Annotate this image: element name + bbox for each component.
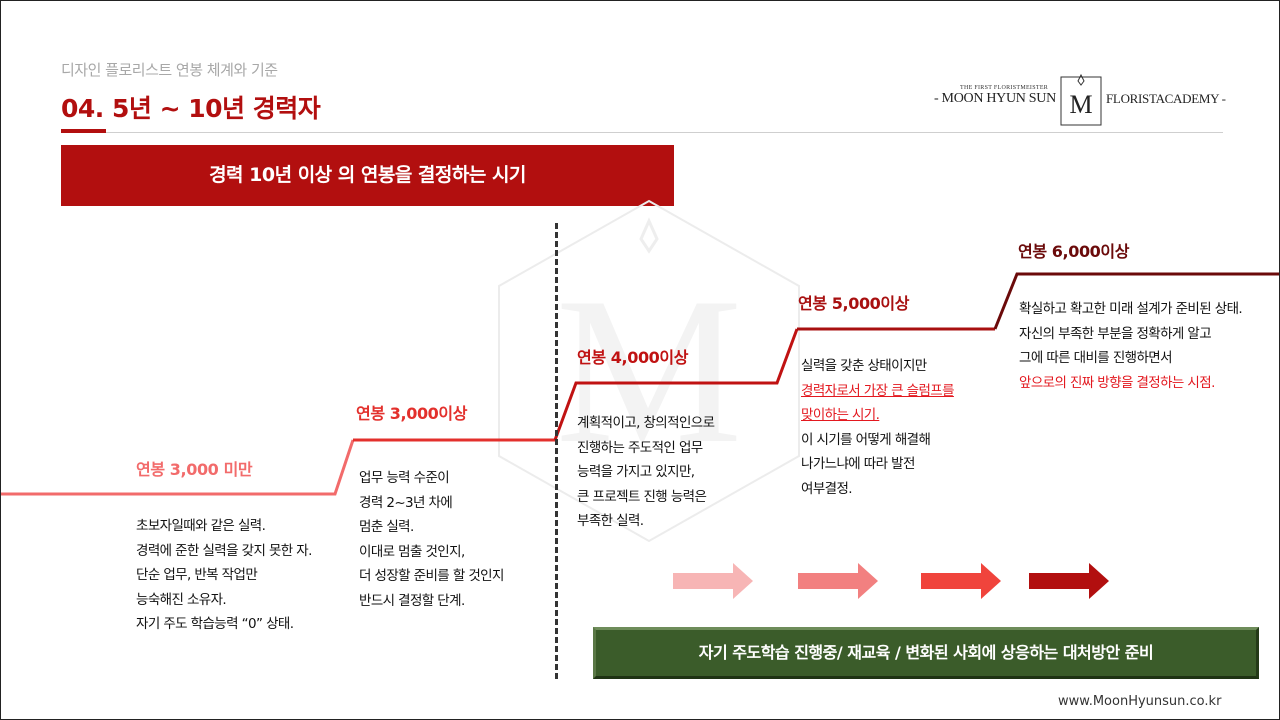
- desc-line: 더 성장할 준비를 할 것인지: [359, 568, 504, 584]
- progress-arrows: [673, 563, 1109, 599]
- desc-line: 실력을 갖춘 상태이지만: [801, 358, 927, 374]
- svg-text:M: M: [556, 255, 743, 487]
- desc-line: 이대로 멈출 것인지,: [359, 543, 465, 560]
- logo-tagline: THE FIRST FLORISTMEISTER: [960, 85, 1049, 91]
- arrow-3-icon: [921, 563, 1001, 599]
- logo-emblem-icon: M: [1060, 73, 1102, 126]
- level-label: 연봉 3,000이상: [356, 404, 468, 423]
- logo-academy: FLORISTACADEMY -: [1106, 91, 1226, 106]
- level-description: 초보자일때와 같은 실력. 경력에 준한 실력을 갖지 못한 자. 단순 업무,…: [136, 514, 312, 637]
- title-underline: [61, 129, 106, 133]
- desc-line: 업무 능력 수준이: [359, 470, 450, 486]
- desc-line: 이 시기를 어떻게 해결해: [801, 431, 931, 448]
- level-label: 연봉 5,000이상: [798, 294, 910, 313]
- level-description: 실력을 갖춘 상태이지만 경력자로서 가장 큰 슬럼프를 맞이하는 시기. 이 …: [801, 354, 955, 501]
- desc-line: 능숙해진 소유자.: [136, 591, 227, 608]
- desc-line: 진행하는 주도적인 업무: [577, 439, 703, 456]
- arrow-2-icon: [798, 563, 878, 599]
- desc-line: 멈춘 실력.: [359, 519, 414, 535]
- level-description: 업무 능력 수준이 경력 2~3년 차에 멈춘 실력. 이대로 멈출 것인지, …: [359, 466, 504, 613]
- desc-highlight-line: 맞이하는 시기.: [801, 407, 880, 423]
- desc-line: 반드시 결정할 단계.: [359, 592, 465, 609]
- desc-line: 능력을 가지고 있지만,: [577, 464, 695, 480]
- arrow-4-icon: [1029, 563, 1109, 599]
- desc-line: 경력 2~3년 차에: [359, 494, 453, 511]
- period-divider: [555, 223, 558, 679]
- level-label: 연봉 6,000이상: [1018, 242, 1130, 261]
- headline-banner: 경력 10년 이상 의 연봉을 결정하는 시기: [61, 145, 674, 206]
- academy-logo: THE FIRST FLORISTMEISTER - MOON HYUN SUN…: [934, 73, 1226, 129]
- step-segment-5: [993, 272, 1279, 330]
- page-subtitle: 디자인 플로리스트 연봉 체계와 기준: [61, 61, 278, 79]
- website-link[interactable]: www.MoonHyunsun.co.kr: [1058, 694, 1222, 709]
- step-segment-3: [553, 328, 799, 441]
- logo-name: - MOON HYUN SUN: [934, 91, 1056, 106]
- desc-line: 자신의 부족한 부분을 정확하게 알고: [1019, 325, 1212, 342]
- header-divider: [106, 132, 1223, 133]
- self-learning-box: 자기 주도학습 진행중/ 재교육 / 변화된 사회에 상응하는 대처방안 준비: [593, 627, 1259, 679]
- desc-highlight-line: 경력자로서 가장 큰 슬럼프를: [801, 382, 955, 399]
- desc-line: 큰 프로젝트 진행 능력은: [577, 488, 707, 505]
- level-label: 연봉 3,000 미만: [136, 460, 253, 479]
- desc-line: 부족한 실력.: [577, 513, 644, 529]
- desc-line: 단순 업무, 반복 작업만: [136, 567, 258, 583]
- page-title: 04. 5년 ~ 10년 경력자: [61, 94, 321, 123]
- desc-line: 확실하고 확고한 미래 설계가 준비된 상태.: [1019, 301, 1243, 317]
- svg-text:M: M: [1069, 90, 1092, 119]
- desc-line: 여부결정.: [801, 480, 853, 497]
- step-segment-1: [1, 439, 355, 496]
- desc-line: 자기 주도 학습능력 “0” 상태.: [136, 616, 294, 632]
- desc-line: 나가느냐에 따라 발전: [801, 456, 915, 472]
- watermark-logo-icon: M: [498, 199, 800, 543]
- level-description: 계획적이고, 창의적인으로 진행하는 주도적인 업무 능력을 가지고 있지만, …: [577, 411, 715, 534]
- level-label: 연봉 4,000이상: [577, 348, 689, 367]
- desc-line: 초보자일때와 같은 실력.: [136, 518, 266, 534]
- level-description: 확실하고 확고한 미래 설계가 준비된 상태. 자신의 부족한 부분을 정확하게…: [1019, 297, 1243, 395]
- desc-line: 계획적이고, 창의적인으로: [577, 415, 715, 431]
- desc-red-line: 앞으로의 진짜 방향을 결정하는 시점.: [1019, 374, 1215, 391]
- arrow-1-icon: [673, 563, 753, 599]
- desc-line: 그에 따른 대비를 진행하면서: [1019, 350, 1173, 366]
- desc-line: 경력에 준한 실력을 갖지 못한 자.: [136, 542, 312, 559]
